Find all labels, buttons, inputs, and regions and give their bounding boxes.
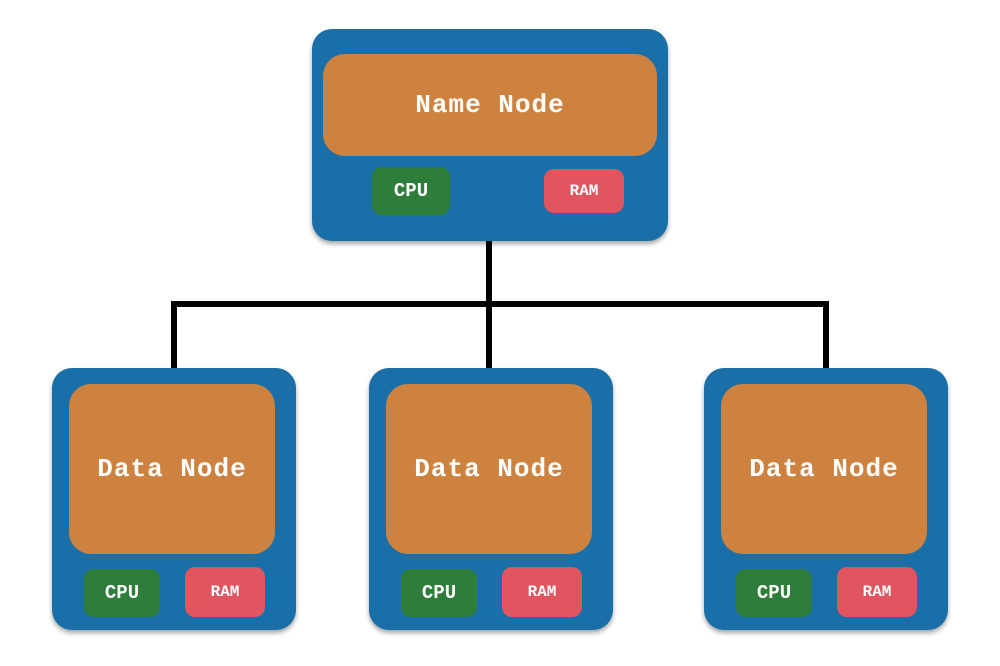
data-node-cpu-chip: CPU (736, 569, 812, 617)
name-node-ram-chip: RAM (544, 169, 624, 213)
data-node-ram-chip: RAM (502, 567, 582, 617)
data-node-cpu-chip: CPU (401, 569, 477, 617)
name-node: Name Node CPU RAM (312, 29, 668, 241)
data-node-label: Data Node (721, 384, 927, 554)
data-node-ram-chip: RAM (185, 567, 265, 617)
data-node-1: Data Node CPU RAM (52, 368, 296, 630)
data-node-label: Data Node (69, 384, 275, 554)
data-node-cpu-chip: CPU (84, 569, 160, 617)
data-node-ram-chip: RAM (837, 567, 917, 617)
data-node-label: Data Node (386, 384, 592, 554)
data-node-3: Data Node CPU RAM (704, 368, 948, 630)
data-node-2: Data Node CPU RAM (369, 368, 613, 630)
name-node-label: Name Node (323, 54, 657, 156)
name-node-cpu-chip: CPU (372, 167, 450, 215)
